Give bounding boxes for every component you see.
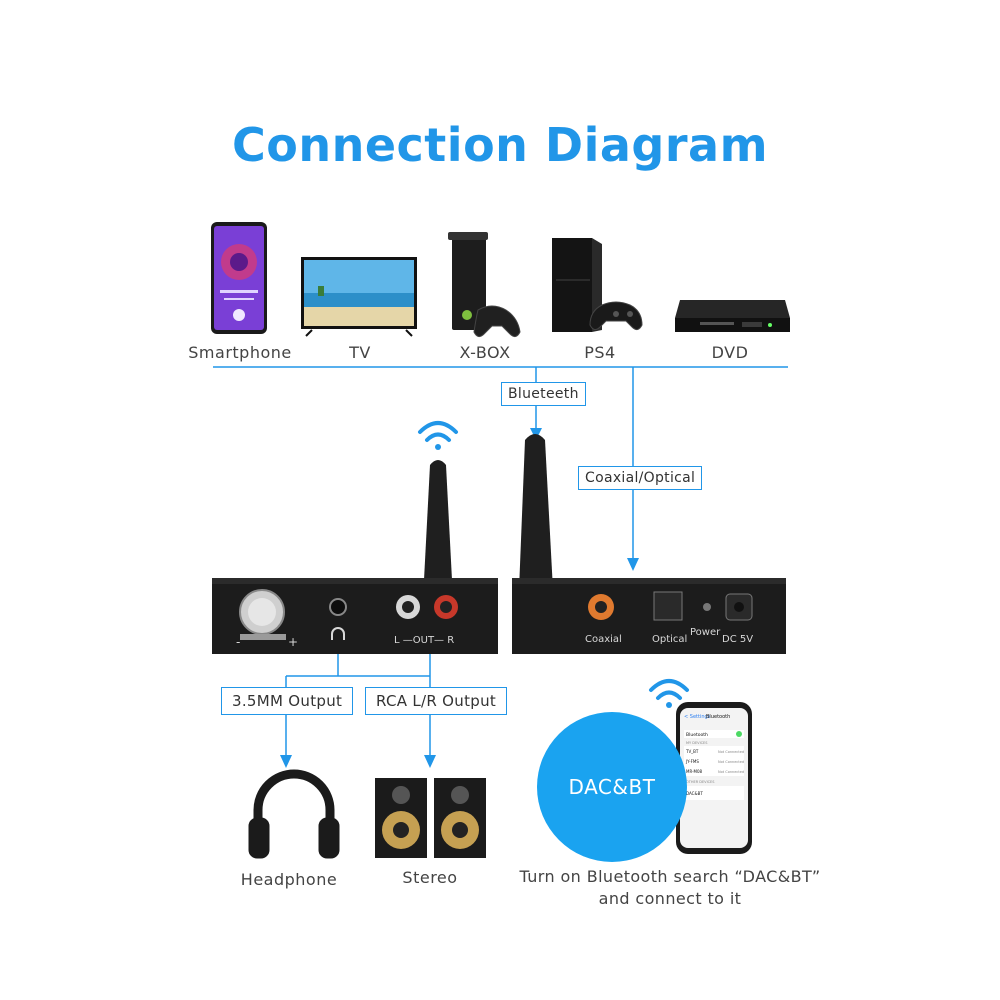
instruction-line-2: and connect to it (598, 889, 742, 908)
stereo-image (375, 778, 486, 858)
coaxial-port-label: Coaxial (585, 634, 622, 645)
xbox-image (448, 232, 521, 338)
dac-front-panel (212, 578, 498, 654)
phone-my-devices: MY DEVICES (686, 741, 708, 745)
label-tv: TV (349, 343, 371, 362)
smartphone-image (211, 222, 267, 334)
coaxial-optical-connection-label: Coaxial/Optical (578, 466, 703, 490)
tv-image (301, 257, 417, 337)
phone-back: < Settings (684, 714, 711, 720)
arrow-down-icon (424, 755, 436, 768)
label-dvd: DVD (711, 343, 749, 362)
label-smartphone: Smartphone (188, 343, 292, 362)
phone-device-status: Not Connected (718, 760, 744, 764)
phone-other-devices: OTHER DEVICES (686, 780, 715, 784)
label-xbox: X-BOX (459, 343, 511, 362)
phone-header: Bluetooth (706, 714, 730, 720)
bluetooth-connection-label: Blueteeth (501, 382, 586, 406)
volume-plus-label: + (288, 635, 298, 649)
label-headphone: Headphone (240, 870, 338, 889)
dacbt-badge: DAC&BT (537, 712, 687, 862)
power-label: Power (690, 627, 721, 638)
label-ps4: PS4 (584, 343, 616, 362)
pairing-instruction: Turn on Bluetooth search “DAC&BT” and co… (500, 866, 840, 910)
arrow-down-icon (280, 755, 292, 768)
rca-output-label: RCA L/R Output (365, 687, 508, 715)
phone-device-row[interactable]: JY-FMS (685, 759, 699, 764)
dac-rear-panel (512, 578, 786, 654)
phone-device-row[interactable]: TV_BT (685, 749, 699, 754)
dvd-image (675, 300, 790, 332)
arrow-down-icon (627, 558, 639, 571)
ps4-image (552, 238, 643, 332)
wifi-icon (649, 679, 689, 708)
headphone-output-label: 3.5MM Output (221, 687, 354, 715)
phone-device-status: Not Connected (718, 750, 744, 754)
phone-dacbt-row[interactable]: DAC&BT (686, 791, 703, 796)
headphone-jack-icon (331, 627, 345, 640)
wifi-icon (418, 421, 458, 450)
phone-row-bt: Bluetooth (686, 732, 708, 738)
headphone-image (248, 769, 340, 859)
antenna-left (424, 460, 452, 580)
phone-device-status: Not Connected (718, 770, 744, 774)
dc5v-label: DC 5V (722, 634, 753, 645)
volume-minus-label: - (236, 635, 240, 649)
arrow-down-icon (530, 428, 542, 440)
phone-device-row[interactable]: MR-M08 (686, 769, 703, 774)
out-label: L —OUT— R (394, 635, 454, 646)
phone-image (676, 702, 752, 854)
page-title: Connection Diagram (231, 118, 769, 172)
optical-port-label: Optical (652, 634, 687, 645)
label-stereo: Stereo (402, 868, 458, 887)
instruction-line-1: Turn on Bluetooth search “DAC&BT” (519, 867, 821, 886)
